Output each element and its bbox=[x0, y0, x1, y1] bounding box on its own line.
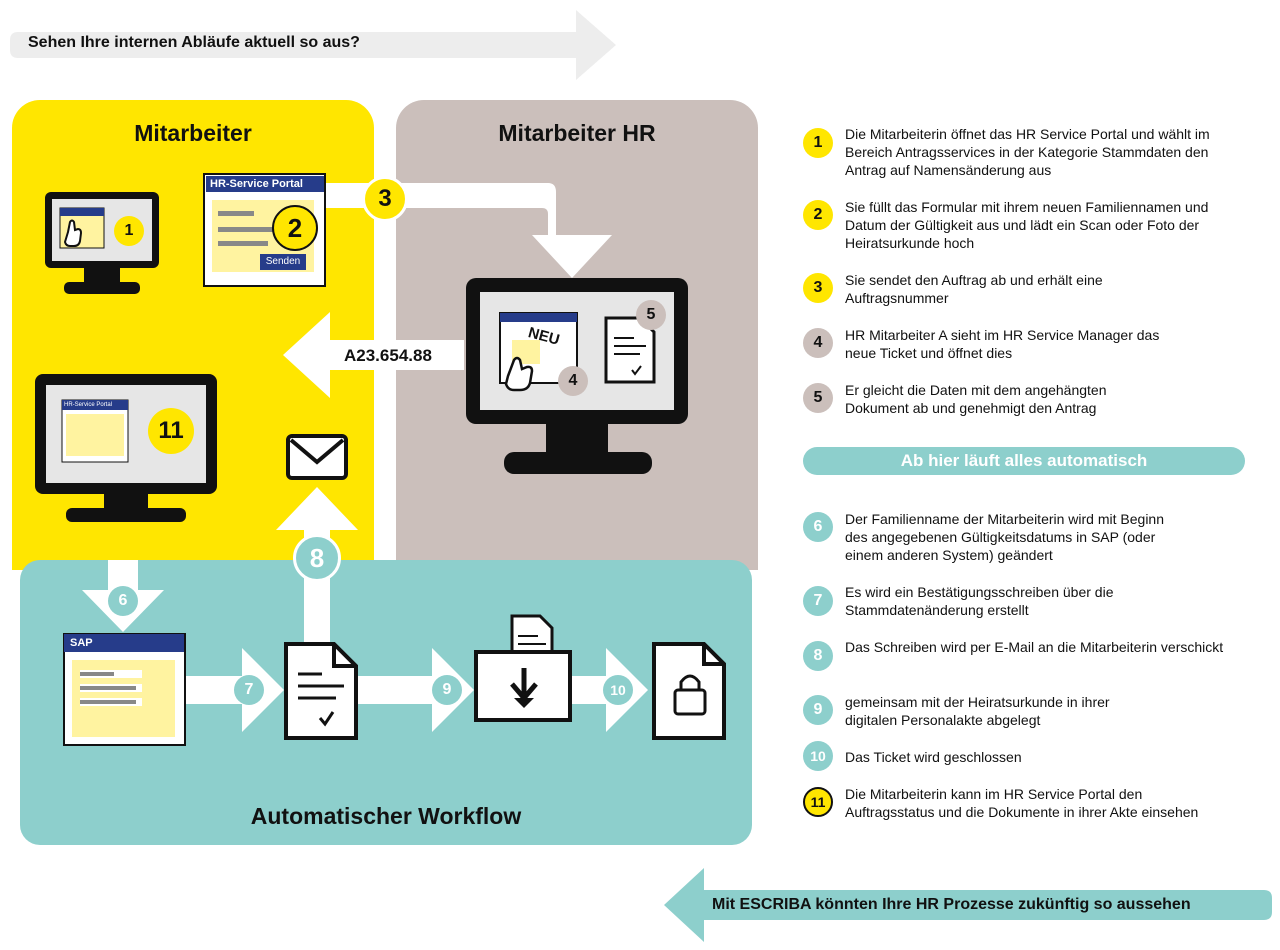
legend-badge-7: 7 bbox=[803, 586, 833, 616]
diagram-badge-6: 6 bbox=[108, 586, 138, 616]
legend-text-9: gemeinsam mit der Heiratsurkunde in ihre… bbox=[845, 694, 1110, 728]
legend-text-7: Es wird ein Bestätigungsschreiben über d… bbox=[845, 584, 1114, 618]
legend-text-5: Er gleicht die Daten mit dem angehängten… bbox=[845, 382, 1107, 416]
legend-badge-1: 1 bbox=[803, 128, 833, 158]
legend-text-2: Sie füllt das Formular mit ihrem neuen F… bbox=[845, 199, 1209, 251]
diagram-badge-3: 3 bbox=[362, 176, 408, 222]
legend-badge-2: 2 bbox=[803, 200, 833, 230]
workflow-panel-title: Automatischer Workflow bbox=[250, 803, 522, 829]
portal-title: HR-Service Portal bbox=[206, 176, 324, 192]
bottom-banner-arrow bbox=[664, 868, 1272, 942]
monitor-1 bbox=[45, 192, 159, 294]
diagram-badge-4: 4 bbox=[558, 366, 588, 396]
diagram-badge-10: 10 bbox=[603, 675, 633, 705]
legend-badge-9: 9 bbox=[803, 695, 833, 725]
process-diagram bbox=[35, 173, 726, 746]
hr-panel-title: Mitarbeiter HR bbox=[498, 120, 656, 146]
sap-label: SAP bbox=[64, 634, 184, 652]
legend-badge-11: 11 bbox=[803, 787, 833, 817]
top-banner-arrow bbox=[10, 10, 616, 80]
diagram-badge-5: 5 bbox=[636, 300, 666, 330]
legend-text-3: Sie sendet den Auftrag ab und erhält ein… bbox=[845, 272, 1103, 306]
diagram-badge-8: 8 bbox=[293, 534, 341, 582]
employee-panel-title: Mitarbeiter bbox=[134, 120, 252, 146]
legend-text-4: HR Mitarbeiter A sieht im HR Service Man… bbox=[845, 327, 1160, 361]
automation-bar: Ab hier läuft alles automatisch bbox=[803, 447, 1245, 475]
legend-badge-8: 8 bbox=[803, 641, 833, 671]
legend-text-6: Der Familienname der Mitarbeiterin wird … bbox=[845, 511, 1165, 563]
monitor-11 bbox=[35, 374, 217, 522]
legend-text-8: Das Schreiben wird per E-Mail an die Mit… bbox=[845, 639, 1224, 655]
diagram-badge-1: 1 bbox=[114, 216, 144, 246]
diagram-badge-9: 9 bbox=[432, 675, 462, 705]
arrow-ticket-return bbox=[283, 312, 464, 398]
legend-text-10: Das Ticket wird geschlossen bbox=[845, 749, 1022, 765]
diagram-badge-11: 11 bbox=[148, 408, 194, 454]
arrow-8-up bbox=[276, 487, 358, 700]
locked-document-icon bbox=[652, 642, 726, 740]
sap-window bbox=[63, 633, 186, 746]
send-button: Senden bbox=[260, 254, 306, 270]
bottom-banner-text: Mit ESCRIBA könnten Ihre HR Prozesse zuk… bbox=[712, 896, 1191, 913]
ticket-number: A23.654.88 bbox=[344, 346, 432, 365]
archive-box-icon bbox=[474, 614, 572, 722]
legend-text-11: Die Mitarbeiterin kann im HR Service Por… bbox=[845, 786, 1199, 820]
top-banner-text: Sehen Ihre internen Abläufe aktuell so a… bbox=[28, 34, 360, 51]
small-portal-title: HR-Service Portal bbox=[62, 400, 128, 410]
legend-text-1: Die Mitarbeiterin öffnet das HR Service … bbox=[845, 126, 1210, 178]
legend-badge-5: 5 bbox=[803, 383, 833, 413]
diagram-badge-7: 7 bbox=[234, 675, 264, 705]
legend-badge-10: 10 bbox=[803, 741, 833, 771]
letter-document-icon bbox=[284, 642, 358, 740]
legend-badge-6: 6 bbox=[803, 512, 833, 542]
legend-badge-3: 3 bbox=[803, 273, 833, 303]
legend-badge-4: 4 bbox=[803, 328, 833, 358]
mail-envelope-icon bbox=[286, 434, 348, 480]
diagram-badge-2: 2 bbox=[272, 205, 318, 251]
